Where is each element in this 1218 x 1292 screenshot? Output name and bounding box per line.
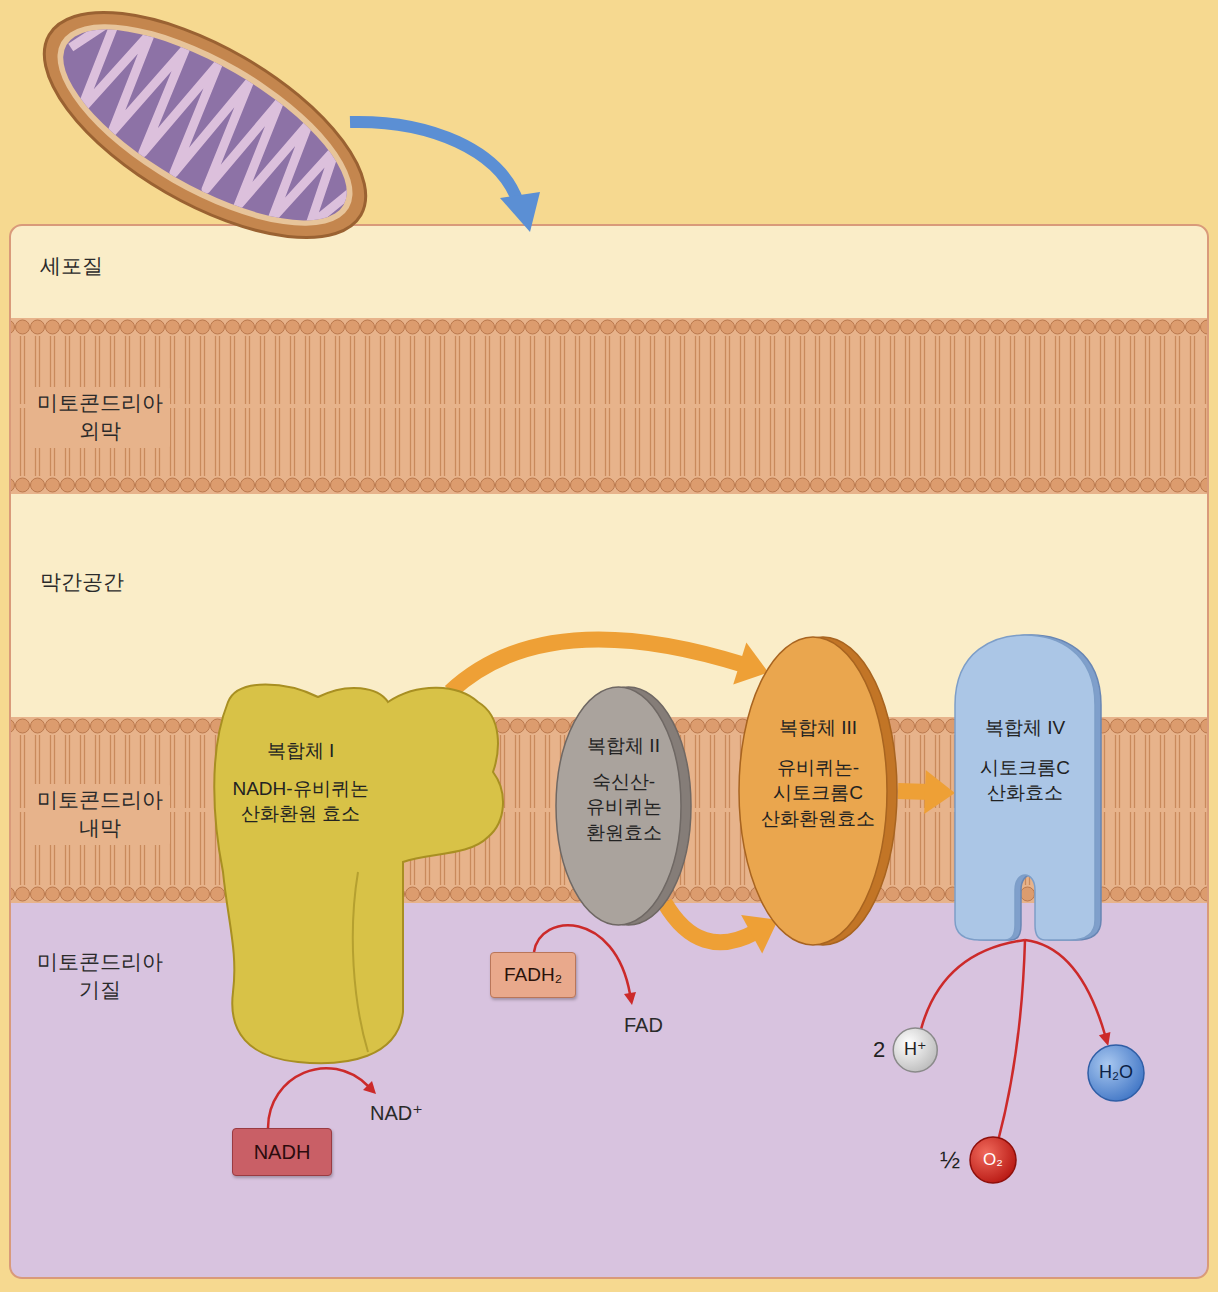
electron-flow-arrow [450, 639, 768, 691]
complex-ii: 복합체 II 숙신산-유비퀴논 환원효소 [555, 685, 692, 927]
electron-flow-arrow [898, 770, 955, 814]
molecule-name: H⁺ [893, 1039, 937, 1061]
zoom-arrow-head [500, 192, 540, 232]
molecule-name: NADH [254, 1140, 311, 1164]
region-label: 막간공간 [40, 568, 124, 596]
coefficient: 2 [873, 1037, 885, 1063]
electron-flow-arrow [665, 903, 778, 954]
complex-title: 복합체 II [563, 733, 684, 759]
molecule-circle [1088, 1045, 1144, 1101]
nadh-box: NADH [232, 1128, 332, 1176]
product-label-holder: FAD [624, 1012, 694, 1039]
complex-name: 숙신산-유비퀴논 환원효소 [563, 769, 684, 846]
complex-title: 복합체 III [746, 715, 890, 741]
reaction-arrow [268, 1068, 368, 1128]
region-label-holder: 미토콘드리아 외막 [30, 387, 170, 448]
oxygen-molecule: ½ O₂ [940, 1138, 1020, 1182]
panel-border [10, 225, 1208, 1278]
shape-front [955, 635, 1095, 940]
complex-name: NADH-유비퀴논 산화환원 효소 [213, 776, 388, 827]
lipid-tails [10, 408, 1208, 476]
lipid-heads [10, 318, 1208, 336]
complex-i: 복합체 I NADH-유비퀴논 산화환원 효소 [208, 672, 500, 1067]
complex-title: 복합체 IV [955, 715, 1095, 741]
reaction-arrow-head [363, 1081, 376, 1094]
outer-membrane [10, 318, 1208, 494]
reaction-arrow-head [624, 992, 636, 1005]
region-label: 세포질 [40, 252, 103, 280]
complex-name: 유비퀴논-시토크롬C 산화환원효소 [746, 755, 890, 832]
cristae [42, 0, 373, 254]
product-label-holder: NAD⁺ [370, 1100, 460, 1127]
regions [10, 318, 1208, 1278]
zoom-arrow [350, 122, 518, 202]
region-label: 미토콘드리아 내막 [30, 784, 170, 845]
region-label: 미토콘드리아 기질 [30, 948, 170, 1005]
arrow-head [1099, 1032, 1111, 1046]
connector-line [1025, 940, 1105, 1036]
blob-lobe [353, 872, 368, 1052]
complex-name: 시토크롬C 산화효소 [955, 755, 1095, 806]
reaction-arrow [999, 940, 1025, 1138]
product-label: FAD [624, 1012, 663, 1039]
complex-iv: 복합체 IV 시토크롬C 산화효소 [945, 635, 1105, 943]
molecule-circle [970, 1137, 1016, 1183]
product-label: NAD⁺ [370, 1100, 423, 1127]
mitochondrion [10, 0, 400, 283]
mito-outer [10, 0, 400, 283]
matrix-region [10, 903, 1208, 1278]
mito-inner [36, 0, 373, 257]
region-label-holder: 미토콘드리아 기질 [30, 948, 170, 1005]
lipid-tails [10, 336, 1208, 404]
region-label: 미토콘드리아 외막 [30, 387, 170, 448]
lipid-heads [10, 476, 1208, 494]
fadh2-box: FADH₂ [490, 952, 576, 998]
complex-i-shape [208, 672, 500, 1067]
molecule-name: H₂O [1099, 1062, 1133, 1084]
connector-line [999, 940, 1025, 1138]
arrow-head [924, 770, 955, 814]
mito-rim [28, 0, 382, 265]
region-label-holder: 세포질 [40, 252, 180, 280]
proton-particle: 2 H⁺ [873, 1030, 943, 1070]
reaction-arrow [1025, 940, 1110, 1046]
connector-line [665, 903, 756, 943]
connector-line [921, 940, 1025, 1029]
molecule-name: FADH₂ [504, 964, 562, 987]
complex-iii: 복합체 III 유비퀴논-시토크롬C 산화환원효소 [738, 635, 898, 947]
molecule-circle [893, 1028, 937, 1072]
water-molecule: H₂O [1087, 1044, 1145, 1102]
reaction-arrow [921, 940, 1025, 1029]
region-label-holder: 막간공간 [40, 568, 200, 596]
connector-line [450, 639, 744, 691]
blob-outline [214, 685, 503, 1064]
complex-title: 복합체 I [213, 738, 388, 764]
region-label-holder: 미토콘드리아 내막 [30, 784, 170, 845]
connector-line [898, 791, 929, 792]
molecule-name: O₂ [970, 1150, 1016, 1170]
coefficient: ½ [940, 1146, 960, 1175]
